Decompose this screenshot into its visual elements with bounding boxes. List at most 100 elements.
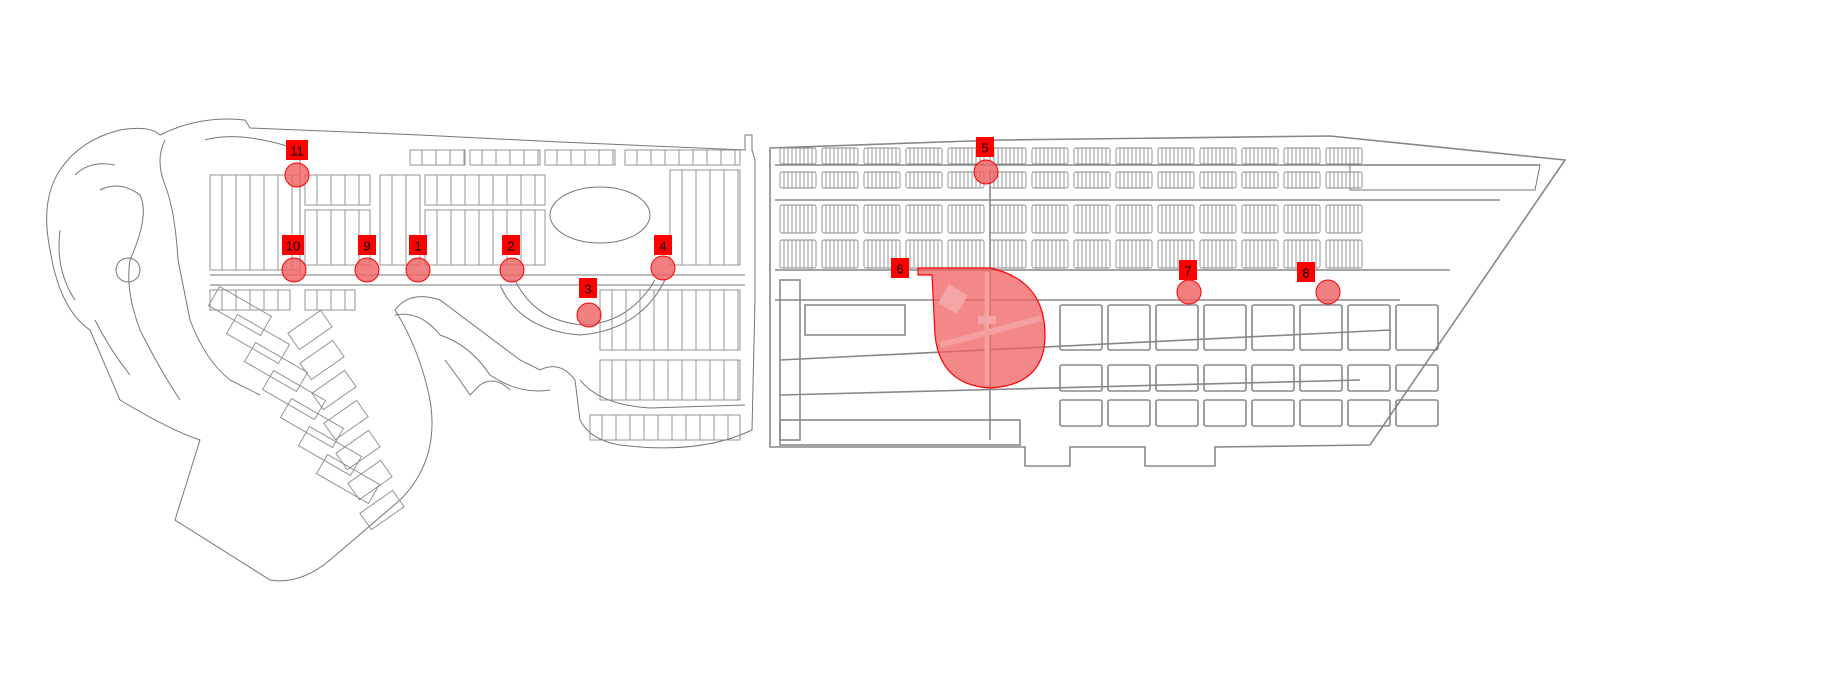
city-block — [1241, 239, 1279, 269]
site-circle[interactable] — [284, 162, 310, 188]
site-circle[interactable] — [1315, 279, 1341, 305]
city-block — [1395, 399, 1439, 427]
city-block — [225, 313, 345, 381]
city-block — [589, 414, 741, 441]
city-block — [469, 149, 541, 166]
city-block — [863, 171, 901, 189]
city-block — [905, 171, 943, 189]
site-label: 5 — [981, 141, 988, 156]
site-marker-11[interactable]: 11 — [284, 140, 310, 188]
city-block — [1203, 399, 1247, 427]
site-label: 1 — [414, 239, 421, 254]
site-marker-8[interactable]: 8 — [1297, 262, 1341, 305]
site-circle[interactable] — [354, 257, 380, 283]
site-label-box — [409, 235, 427, 255]
city-block — [779, 239, 817, 269]
site-marker-10[interactable]: 10 — [281, 235, 307, 283]
city-block — [624, 149, 741, 166]
site-label: 4 — [659, 239, 666, 254]
city-block — [1203, 304, 1247, 351]
site-circle[interactable] — [973, 159, 999, 185]
site-label: 6 — [896, 262, 903, 277]
city-block — [1107, 304, 1151, 351]
site-label-box — [502, 235, 520, 255]
site-label: 3 — [584, 282, 591, 297]
city-block — [947, 239, 985, 269]
site-marker-6[interactable]: 6 — [891, 258, 909, 278]
city-block — [1241, 171, 1279, 189]
site-circle[interactable] — [499, 257, 525, 283]
west-blocks — [207, 149, 741, 531]
city-block — [1107, 399, 1151, 427]
city-block — [1059, 364, 1103, 392]
city-block — [297, 425, 393, 501]
city-block — [209, 289, 291, 311]
city-block — [1395, 304, 1439, 351]
city-block — [1073, 171, 1111, 189]
city-block — [863, 147, 901, 165]
city-block — [905, 204, 943, 234]
city-block — [1283, 204, 1321, 234]
site-label-box — [579, 278, 597, 298]
city-block — [1251, 364, 1295, 392]
site-label: 8 — [1302, 266, 1309, 281]
city-block — [304, 289, 356, 311]
site-label-box — [358, 235, 376, 255]
city-block — [779, 171, 817, 189]
site-label-box — [891, 258, 909, 278]
site-marker-3[interactable]: 3 — [576, 278, 602, 328]
city-block — [1325, 147, 1363, 165]
city-block — [1199, 239, 1237, 269]
site-circle[interactable] — [576, 302, 602, 328]
city-block — [1251, 399, 1295, 427]
city-block — [821, 239, 859, 269]
east-district — [769, 135, 1567, 467]
site-marker-4[interactable]: 4 — [650, 235, 676, 281]
city-block — [1115, 239, 1153, 269]
site-marker-1[interactable]: 1 — [405, 235, 431, 283]
city-block — [669, 169, 741, 266]
city-block — [1115, 171, 1153, 189]
city-block — [1199, 171, 1237, 189]
city-block — [1395, 364, 1439, 392]
site-label: 2 — [507, 239, 514, 254]
city-block — [243, 341, 357, 411]
city-block — [1155, 399, 1199, 427]
city-block — [863, 204, 901, 234]
city-block — [1031, 147, 1069, 165]
east-blocks — [779, 147, 1439, 446]
site-label-box — [282, 235, 304, 255]
site-label-box — [976, 137, 994, 157]
site-circle[interactable] — [1176, 279, 1202, 305]
city-block — [1059, 304, 1103, 351]
site-circle[interactable] — [405, 257, 431, 283]
city-block — [1347, 304, 1391, 351]
city-block — [1031, 239, 1069, 269]
city-block — [1347, 364, 1391, 392]
site-marker-5[interactable]: 5 — [973, 137, 999, 185]
city-block — [1299, 364, 1343, 392]
city-block — [1299, 304, 1343, 351]
city-block — [1203, 364, 1247, 392]
city-block — [1157, 171, 1195, 189]
west-district — [46, 118, 756, 582]
site-circle[interactable] — [281, 257, 307, 283]
city-block — [1031, 204, 1069, 234]
highlighted-zone — [917, 267, 1046, 389]
city-block — [1251, 304, 1295, 351]
site-marker-2[interactable]: 2 — [499, 235, 525, 283]
city-block — [989, 204, 1027, 234]
site-marker-9[interactable]: 9 — [354, 235, 380, 283]
site-marker-7[interactable]: 7 — [1176, 260, 1202, 305]
city-block — [779, 419, 1021, 446]
city-block — [1283, 147, 1321, 165]
city-block — [207, 285, 333, 351]
city-block — [1115, 204, 1153, 234]
site-circle[interactable] — [650, 255, 676, 281]
city-block — [1155, 364, 1199, 392]
city-block — [989, 239, 1027, 269]
site-label-box — [654, 235, 672, 255]
city-block — [1157, 204, 1195, 234]
city-block — [1073, 204, 1111, 234]
